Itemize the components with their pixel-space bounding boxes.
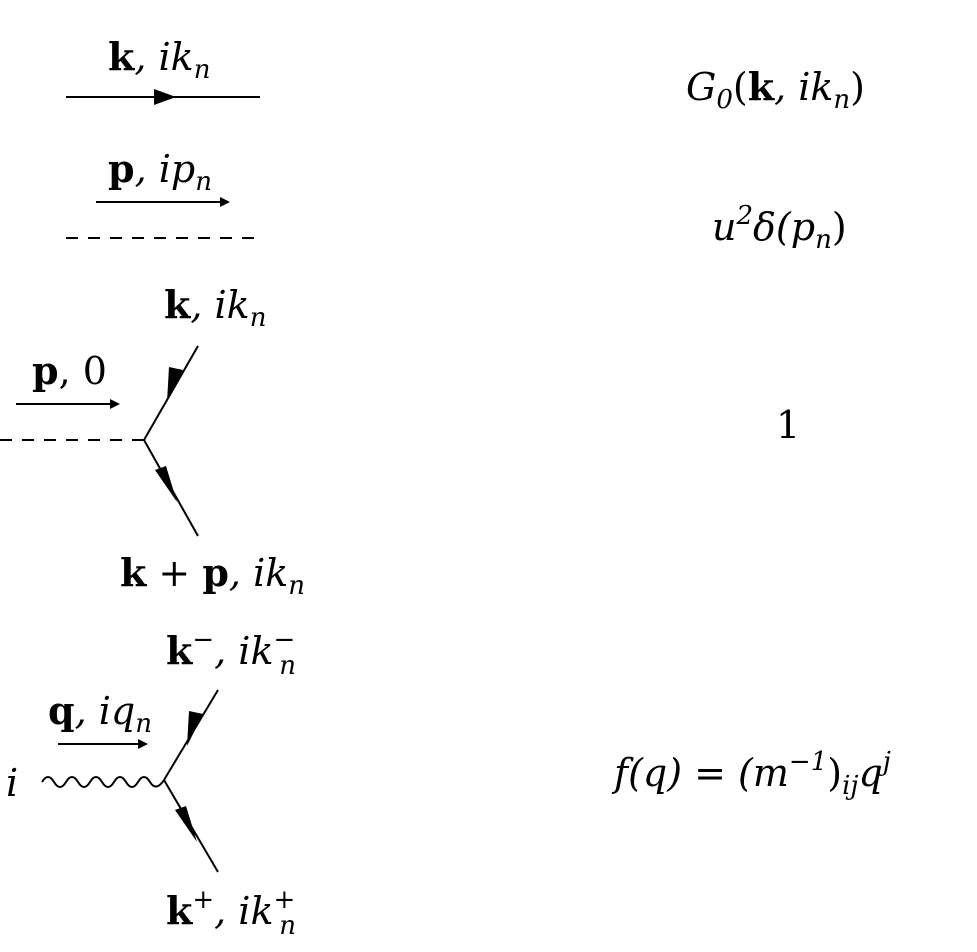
propagator-label: k, ikn xyxy=(108,34,210,85)
impurity-label: p, ipn xyxy=(108,146,212,197)
vertex-bottom-label: k + p, ikn xyxy=(120,550,305,601)
impurity-vertex-value: 1 xyxy=(776,403,800,447)
vertex-bottom-label: k+, ik+n xyxy=(166,885,296,941)
photon-wavy-line xyxy=(41,776,165,788)
outgoing-arrow xyxy=(175,806,197,842)
incoming-arrow xyxy=(187,711,203,746)
vertex-top-label: k−, ik−n xyxy=(166,625,296,681)
incoming-arrow xyxy=(167,367,183,402)
outgoing-arrow xyxy=(155,466,177,502)
propagator-rule: k, ikn G0(k, ikn) xyxy=(66,34,865,115)
impurity-rule: p, ipn u2δ(pn) xyxy=(66,146,847,255)
vector-index: i xyxy=(6,761,18,805)
vertex-top-label: k, ikn xyxy=(164,282,266,333)
vertex-in-label: q, iqn xyxy=(48,688,152,739)
propagator-arrow xyxy=(154,89,176,105)
impurity-value: u2δ(pn) xyxy=(712,201,847,255)
vertex-in-label: p, 0 xyxy=(32,348,107,393)
current-vertex-rule: k−, ik−n q, iqn i k+, ik+n f(q) = (m−1)i… xyxy=(6,625,891,941)
propagator-value: G0(k, ikn) xyxy=(686,64,865,115)
current-vertex-value: f(q) = (m−1)ijqj xyxy=(611,747,891,801)
impurity-vertex-rule: k, ikn p, 0 k + p, ikn 1 xyxy=(0,282,800,601)
